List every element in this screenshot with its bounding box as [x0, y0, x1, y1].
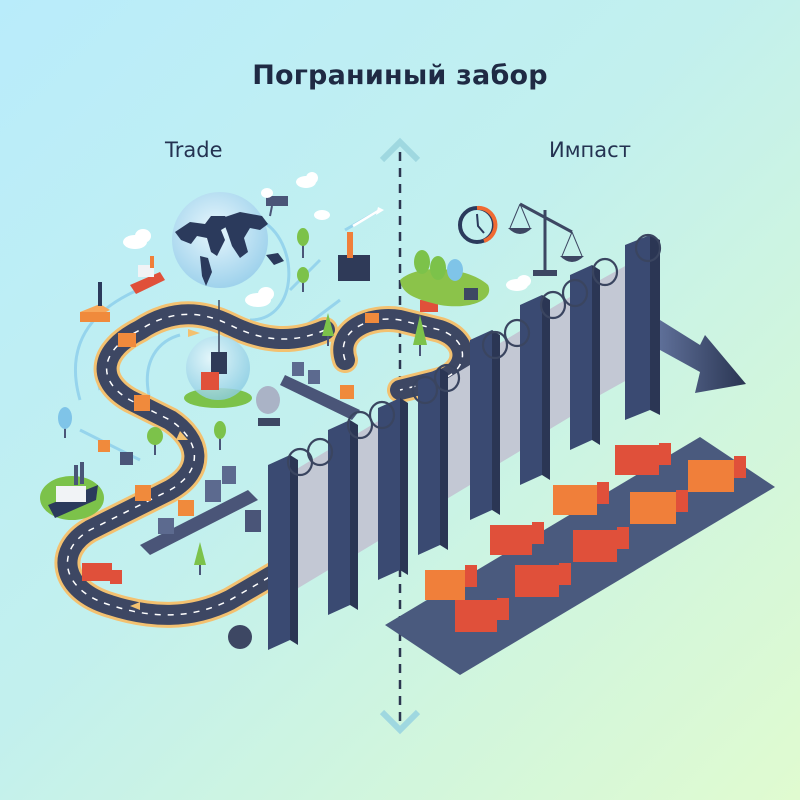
factory-icon — [80, 282, 110, 322]
industrial-factory-icon — [338, 207, 384, 281]
truck-icon — [455, 598, 509, 632]
road-arrow-icon — [130, 602, 140, 610]
cloud-icon — [123, 172, 531, 307]
truck-icon — [425, 565, 477, 600]
small-globe-icon — [228, 625, 252, 649]
road-arrow-icon — [188, 329, 200, 337]
truck-icon — [553, 482, 609, 515]
trade-label: Trade — [165, 138, 223, 162]
truck-icon — [615, 443, 671, 475]
downward-trend-arrow-icon — [660, 320, 746, 393]
road-arrow-icon — [176, 431, 188, 440]
conveyor-belt-upper-icon — [280, 362, 360, 420]
impact-label: Импаст — [549, 138, 631, 162]
truck-icon — [688, 456, 746, 492]
park-icon — [400, 250, 490, 307]
balance-scale-icon — [508, 202, 584, 276]
page-title: Пограниный забор — [252, 60, 548, 91]
arrow-down-icon — [379, 709, 421, 735]
globe-icon — [172, 192, 284, 288]
delivery-truck-icon — [82, 300, 438, 584]
glass-sphere-icon — [184, 300, 252, 408]
arrow-up-icon — [379, 137, 421, 163]
truck-queue — [425, 443, 746, 632]
truck-icon — [573, 527, 629, 562]
barbed-wire — [286, 233, 662, 477]
truck-icon — [630, 490, 688, 524]
center-divider — [379, 137, 421, 735]
conveyor-belt-icon — [140, 466, 258, 555]
clock-icon — [458, 205, 498, 244]
passenger-ship-icon — [40, 462, 104, 520]
billboard-icon — [266, 196, 288, 217]
cargo-ship-icon — [130, 256, 165, 294]
tree-icon — [58, 228, 427, 575]
truck-icon — [490, 522, 544, 555]
satellite-dish-icon — [256, 386, 280, 426]
cargo-box-icon — [98, 440, 261, 532]
border-fence — [268, 233, 662, 650]
truck-icon — [515, 563, 571, 597]
